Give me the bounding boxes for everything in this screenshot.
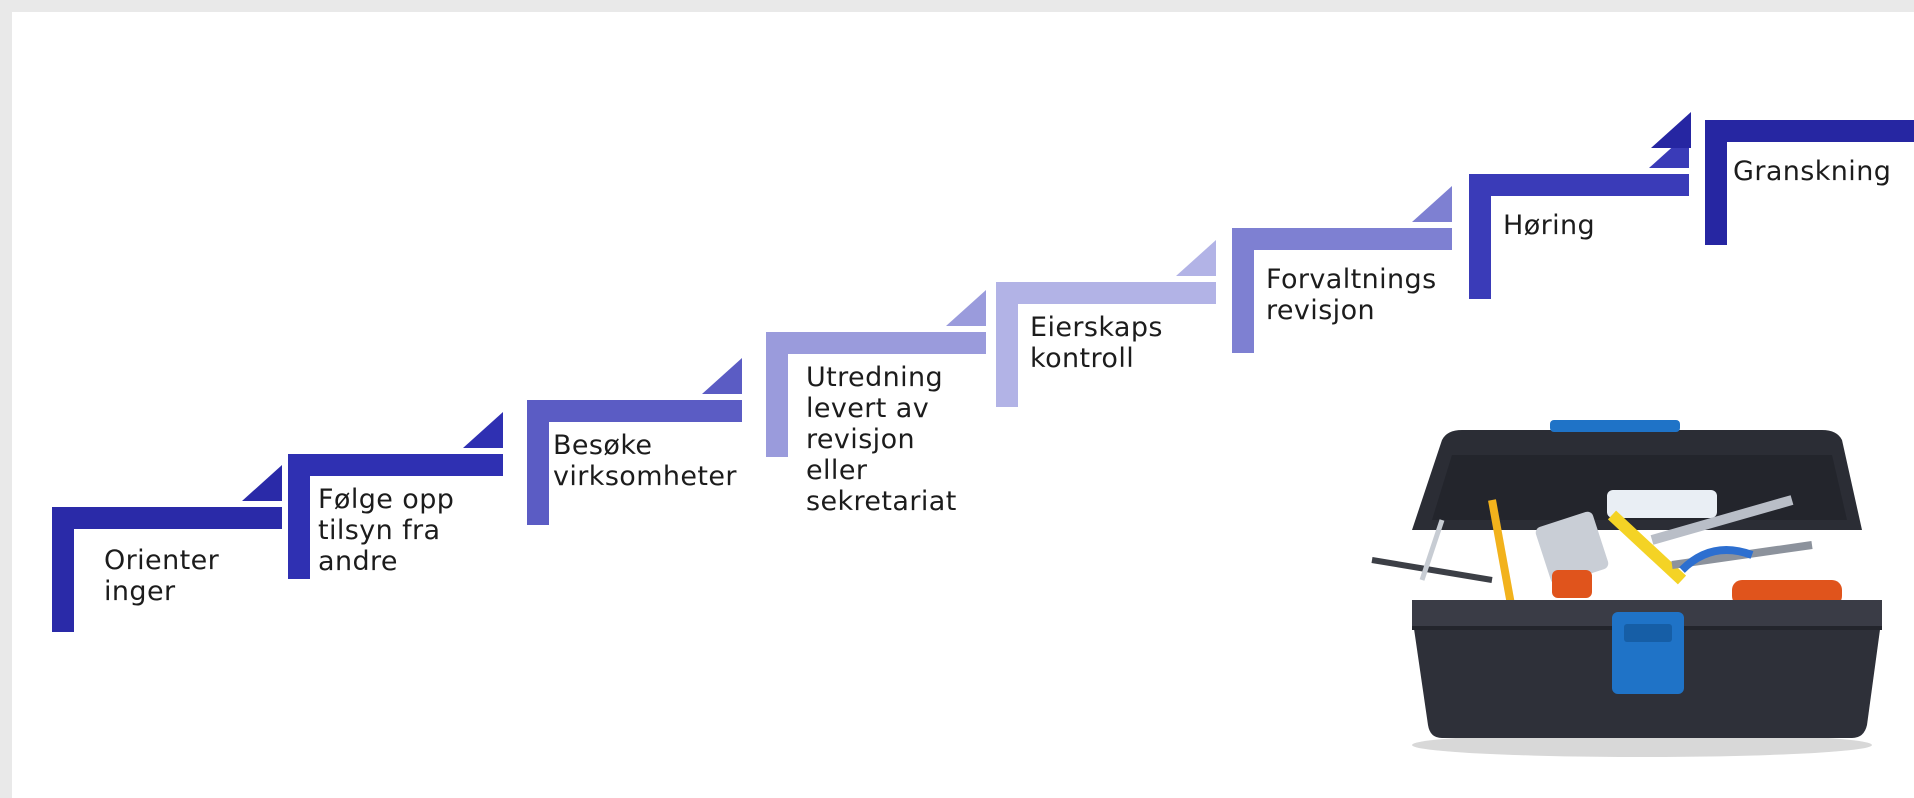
step-bar [1232, 228, 1254, 353]
step-bar [288, 454, 310, 579]
step-orienteringer: Orienter inger [52, 465, 282, 632]
step-label: Følge opp tilsyn fra andre [318, 484, 455, 577]
step-bar [527, 400, 742, 422]
toolbox-icon [1352, 420, 1912, 760]
step-label: Eierskaps kontroll [1030, 312, 1163, 374]
step-arrow-tip [1651, 112, 1691, 148]
step-horing: Høring [1469, 132, 1689, 299]
step-label: Besøke virksomheter [553, 430, 737, 492]
step-arrow-tip [1412, 186, 1452, 222]
step-bar [766, 332, 986, 354]
step-bar [766, 332, 788, 457]
step-label: Granskning [1733, 156, 1892, 187]
step-arrow-tip [946, 290, 986, 326]
step-bar [1705, 120, 1914, 142]
step-label: Utredning levert av revisjon eller sekre… [806, 362, 957, 517]
step-bar [1469, 174, 1491, 299]
step-bar [52, 507, 282, 529]
step-label: Forvaltnings revisjon [1266, 264, 1437, 326]
step-bar [996, 282, 1216, 304]
step-eierskapskontroll: Eierskaps kontroll [996, 240, 1216, 407]
step-label: Høring [1503, 210, 1596, 241]
step-arrow-tip [463, 412, 503, 448]
step-bar [52, 507, 74, 632]
step-folge-opp-tilsyn: Følge opp tilsyn fra andre [288, 412, 503, 579]
step-arrow-tip [702, 358, 742, 394]
step-bar [1232, 228, 1452, 250]
step-label: Orienter inger [104, 545, 220, 607]
step-bar [527, 400, 549, 525]
step-bar [996, 282, 1018, 407]
step-besoke-virksomheter: Besøke virksomheter [527, 358, 742, 525]
step-bar [288, 454, 503, 476]
step-bar [1469, 174, 1689, 196]
step-bar [1705, 120, 1727, 245]
step-arrow-tip [242, 465, 282, 501]
step-granskning: Granskning [1651, 112, 1914, 245]
step-forvaltningsrevisjon: Forvaltnings revisjon [1232, 186, 1452, 353]
diagram-canvas: Orienter inger Følge opp tilsyn fra andr… [12, 12, 1914, 798]
step-arrow-tip [1176, 240, 1216, 276]
step-utredning: Utredning levert av revisjon eller sekre… [766, 290, 986, 517]
